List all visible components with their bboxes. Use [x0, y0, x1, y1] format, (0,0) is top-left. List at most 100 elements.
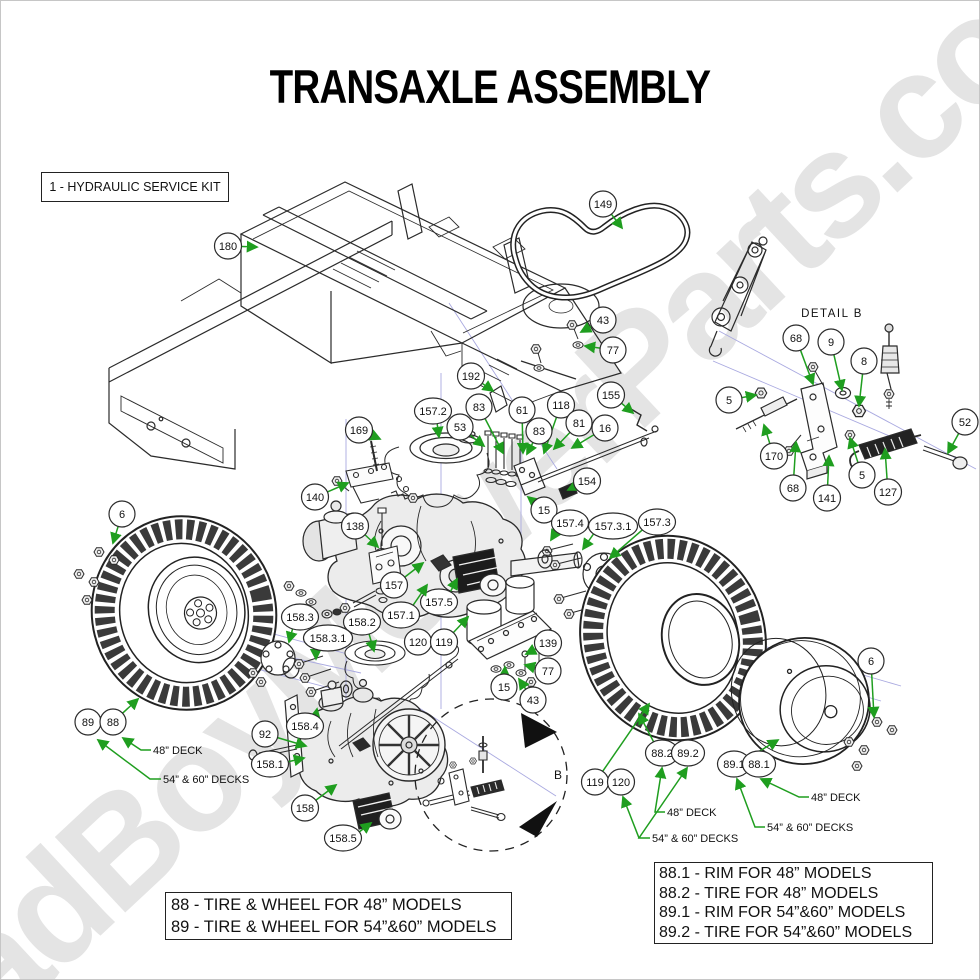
callout-170: 170 [759, 423, 789, 470]
callout-label: 52 [959, 417, 971, 429]
callout-16: 16 [570, 414, 619, 449]
detail-reference-circle [414, 698, 568, 852]
callout-label: 77 [542, 666, 554, 678]
callout-169: 169 [344, 416, 382, 444]
callout-157.4: 157.4 [550, 509, 590, 542]
callout-label: 140 [306, 492, 324, 504]
callout-label: 88.1 [748, 759, 769, 771]
callout-label: 68 [787, 483, 799, 495]
callout-label: 141 [818, 493, 836, 505]
legend-line: 88.2 - TIRE FOR 48” MODELS [659, 884, 879, 902]
deck-label: 48” DECK [153, 745, 203, 757]
callout-label: 158.3 [286, 612, 314, 624]
callout-label: 157 [385, 580, 403, 592]
callout-158.2: 158.2 [342, 608, 382, 653]
callout-label: 15 [498, 682, 510, 694]
callout-158.5: 158.5 [323, 821, 373, 852]
belt-drawing [510, 202, 691, 301]
callout-88: 88 [99, 697, 140, 736]
callout-label: 15 [538, 505, 550, 517]
callout-15: 15 [526, 495, 558, 524]
callout-label: 120 [409, 637, 427, 649]
callout-119: 119 [429, 615, 470, 656]
leader-line [121, 737, 151, 751]
callout-label: 5 [859, 470, 865, 482]
callout-43: 43 [579, 306, 617, 334]
callout-label: 157.2 [419, 406, 447, 418]
detail-b-label: DETAIL B [801, 308, 863, 320]
callout-label: 43 [527, 695, 539, 707]
callout-label: 53 [454, 422, 466, 434]
callout-label: 16 [599, 423, 611, 435]
deck-label: 54” & 60” DECKS [163, 774, 249, 786]
callout-157: 157 [379, 561, 425, 599]
callout-label: 158.4 [291, 721, 319, 733]
callout-label: 43 [597, 315, 609, 327]
callout-label: 88 [107, 717, 119, 729]
leader-line [734, 777, 765, 828]
leader-line [654, 766, 667, 813]
leader-lines [96, 737, 809, 839]
callout-label: 158 [296, 803, 314, 815]
callout-label: 169 [350, 425, 368, 437]
callout-140: 140 [300, 481, 350, 511]
callout-77: 77 [583, 336, 627, 364]
rotation-arrow-icon [521, 713, 557, 748]
callout-192: 192 [456, 362, 495, 393]
callout-label: 68 [790, 333, 802, 345]
callout-label: 157.1 [387, 610, 415, 622]
callout-158.3.1: 158.3.1 [302, 624, 354, 661]
callout-155: 155 [596, 381, 635, 415]
right-rim-drawing [730, 637, 871, 765]
callout-120: 120 [403, 628, 433, 656]
callout-15: 15 [490, 665, 518, 701]
callout-157.2: 157.2 [413, 397, 453, 439]
callout-127: 127 [873, 447, 903, 506]
callout-83: 83 [465, 393, 504, 455]
callout-label: 83 [473, 402, 485, 414]
callout-9: 9 [817, 328, 846, 392]
callout-120: 120 [606, 768, 636, 796]
callout-label: 83 [533, 426, 545, 438]
callout-158: 158 [290, 783, 338, 822]
linkage-140-drawing [331, 433, 419, 504]
right-tire-drawing [579, 534, 767, 742]
legend-line: 89 - TIRE & WHEEL FOR 54”&60” MODELS [171, 918, 497, 936]
callout-5: 5 [847, 436, 876, 489]
callout-53: 53 [446, 413, 486, 448]
callout-92: 92 [251, 720, 308, 749]
lower-transaxle-drawing [248, 643, 460, 830]
leader-line [759, 777, 809, 798]
callout-label: 120 [612, 777, 630, 789]
callout-label: 192 [462, 371, 480, 383]
hydraulic-kit-note-text: 1 - HYDRAULIC SERVICE KIT [49, 180, 221, 194]
callout-6: 6 [108, 500, 136, 545]
page-title: TRANSAXLE ASSEMBLY [269, 60, 711, 113]
callout-label: 89.2 [677, 748, 698, 760]
callout-138: 138 [340, 512, 380, 549]
callout-43: 43 [518, 677, 547, 714]
callout-141: 141 [812, 454, 842, 512]
callout-label: 157.3.1 [595, 521, 632, 533]
callout-label: 158.1 [256, 759, 284, 771]
callout-83: 83 [525, 417, 553, 456]
callout-157.3.1: 157.3.1 [581, 512, 639, 551]
legend-line: 88.1 - RIM FOR 48” MODELS [659, 865, 872, 882]
callout-158.1: 158.1 [250, 750, 306, 778]
callout-149: 149 [588, 190, 624, 230]
callout-label: 157.3 [643, 517, 671, 529]
callout-52: 52 [947, 408, 979, 455]
legend-line: 89.1 - RIM FOR 54”&60” MODELS [659, 904, 906, 921]
callout-label: 89.1 [723, 759, 744, 771]
callout-label: 88.2 [651, 748, 672, 760]
callout-label: 77 [607, 345, 619, 357]
callout-label: 157.4 [556, 518, 584, 530]
hydraulic-kit-note: 1 - HYDRAULIC SERVICE KIT [41, 172, 229, 202]
callout-label: 158.2 [348, 617, 376, 629]
leader-line [96, 738, 161, 780]
callout-label: 155 [602, 390, 620, 402]
